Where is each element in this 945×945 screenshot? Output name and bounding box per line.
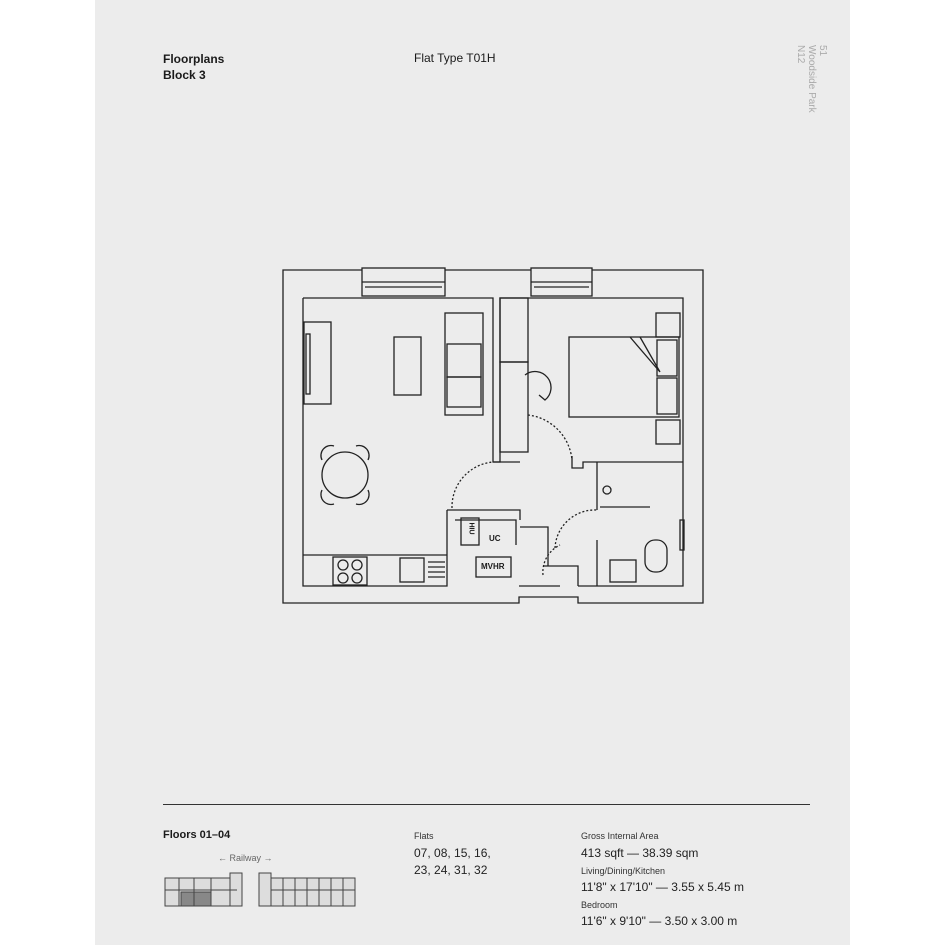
flats-line2: 23, 24, 31, 32: [414, 863, 488, 877]
postcode: N12: [795, 45, 806, 64]
desk-chair: [524, 370, 552, 401]
dining-table: [321, 451, 369, 499]
coffee-table: [393, 336, 422, 396]
uc-label: UC: [489, 534, 501, 543]
ldk-label: Living/Dining/Kitchen: [581, 866, 666, 876]
page: [95, 0, 850, 945]
mvhr: [475, 556, 512, 578]
shower-drain: [602, 485, 612, 495]
outer-wall: [282, 269, 704, 604]
mvhr-label: MVHR: [481, 562, 505, 571]
bed: [568, 336, 680, 418]
gia-value: 413 sqft — 38.39 sqm: [581, 846, 699, 860]
divider: [163, 804, 810, 805]
flat-type: Flat Type T01H: [414, 51, 496, 65]
toilet: [644, 539, 668, 573]
page-number: 51: [817, 45, 828, 57]
ldk-value: 11'8" x 17'10" — 3.55 x 5.45 m: [581, 880, 744, 894]
side-label: 51 Woodside Park N12: [795, 45, 828, 135]
sofa: [444, 312, 484, 416]
bedroom-value: 11'6" x 9'10" — 3.50 x 3.00 m: [581, 914, 738, 928]
railway-text: Railway: [229, 853, 262, 863]
flats-label: Flats: [414, 831, 434, 841]
sink: [399, 557, 425, 583]
basin: [609, 559, 637, 583]
railway-label: ← Railway →: [218, 853, 273, 863]
bedroom-label: Bedroom: [581, 900, 618, 910]
floors-label: Floors 01–04: [163, 829, 231, 841]
block-title: Block 3: [163, 68, 206, 82]
gia-label: Gross Internal Area: [581, 831, 659, 841]
flats-line1: 07, 08, 15, 16,: [414, 846, 491, 860]
tv-unit: [303, 321, 332, 405]
hiu: [460, 517, 480, 546]
hob: [332, 556, 368, 586]
section-title: Floorplans: [163, 52, 225, 66]
development-name: Woodside Park: [806, 45, 817, 113]
